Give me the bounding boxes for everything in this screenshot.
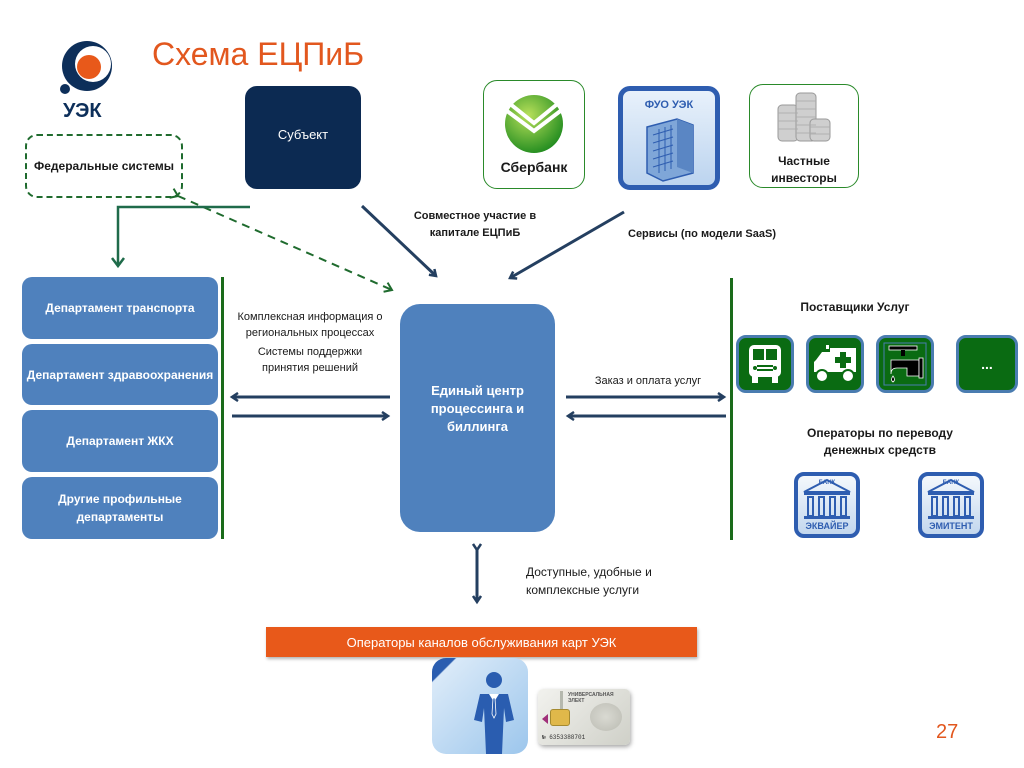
bank-acquirer: БАНК ЭКВАЙЕР [794,472,860,538]
department-other: Другие профильные департаменты [22,477,218,539]
regional-info-label: Комплексная информация о региональных пр… [237,311,383,339]
office-building-icon [646,118,694,182]
logo-text: УЭК [63,100,102,122]
money-operators-heading: Операторы по переводу денежных средств [807,426,953,457]
card-number: № 6353388701 [542,734,586,741]
order-payment-label: Заказ и оплата услуг [594,375,702,387]
saas-label: Сервисы (по модели SaaS) [628,228,777,240]
federal-dashed-arrow [169,188,394,293]
fuo-label: ФУО УЭК [644,99,694,111]
providers-divider [730,278,733,540]
federal-systems-box: Федеральные системы [25,134,183,198]
card-header: УНИВЕРСАЛЬНАЯ ЭЛЕКТ [568,692,614,704]
page-number: 27 [936,721,959,743]
bank-issuer-label: ЭМИТЕНТ [929,521,973,531]
more-icon: ... [981,356,993,372]
department-housing: Департамент ЖКХ [22,410,218,472]
bus-icon [749,345,781,383]
bank-acquirer-top: БАНК [818,480,836,486]
provider-transport [736,335,794,393]
card-emblem-icon [590,703,622,731]
private-investors-label: Частные инвесторы [771,154,837,185]
provider-health [806,335,864,393]
coin-stacks-icon [777,92,831,142]
subject-to-center-arrow [360,204,436,276]
department-transport: Департамент транспорта [22,277,218,339]
uek-logo: УЭК [55,40,125,130]
bank-issuer-top: БАНК [942,480,960,486]
investor-fuo-uek: ФУО УЭК [618,86,720,190]
fuo-to-center-arrow [510,210,625,278]
card-marker-icon [542,714,548,724]
department-health: Департамент здравоохранения [22,344,218,405]
provider-utilities [876,335,934,393]
subject-to-departments-line [111,205,250,269]
page-title: Схема ЕЦПиБ [152,36,365,72]
processing-billing-center: Единый центр процессинга и биллинга [400,304,555,532]
departments-divider [221,277,224,539]
investor-sberbank: Сбербанк [483,80,585,189]
card-operators-bar: Операторы каналов обслуживания карт УЭК [266,627,697,657]
card-chip-icon [550,709,570,726]
uek-logo-icon [60,41,112,94]
sberbank-logo-icon [505,95,565,153]
ambulance-icon [814,345,856,383]
subject-box: Субъект [245,86,361,189]
card-holder-icon [432,658,528,754]
providers-heading: Поставщики Услуг [800,300,910,314]
services-label: Доступные, удобные и комплексные услуги [526,565,652,597]
person-icon [474,672,514,754]
investor-private: Частные инвесторы [749,84,859,188]
bank-building-icon [803,478,851,519]
sberbank-label: Сбербанк [500,159,568,175]
bank-building-icon [927,478,975,519]
capital-label: Совместное участие в капитале ЕЦПиБ [413,210,537,239]
bank-issuer: БАНК ЭМИТЕНТ [918,472,984,538]
decision-support-label: Системы поддержки принятия решений [257,346,363,374]
bank-acquirer-label: ЭКВАЙЕР [805,521,849,531]
provider-more: ... [956,335,1018,393]
uek-card-image: УНИВЕРСАЛЬНАЯ ЭЛЕКТ № 6353388701 [538,689,630,745]
water-tap-icon [883,342,927,386]
